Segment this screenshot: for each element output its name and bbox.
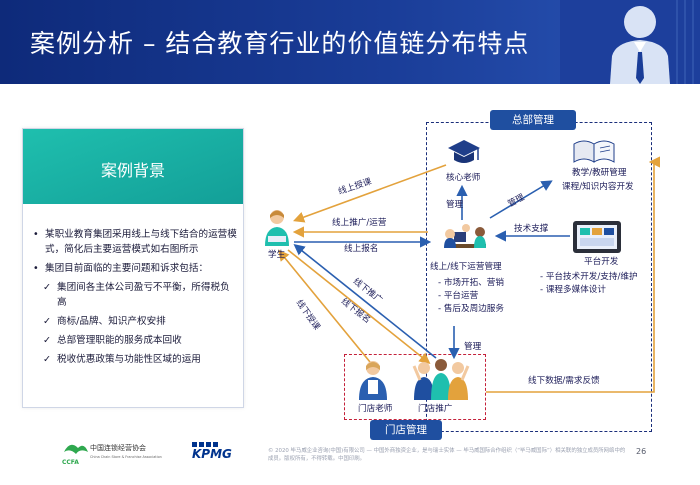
student-icon [265, 210, 289, 246]
case-check-item: ✓税收优惠政策与功能性区域的运用 [43, 354, 201, 365]
team-meeting-icon [444, 224, 486, 248]
diagram-arrows [277, 156, 660, 393]
case-body: 某职业教育集团采用线上与线下结合的运营模式，简化后主要运营模式如右图所示 集团目… [31, 227, 239, 371]
graduation-cap-icon [448, 140, 480, 163]
header-banner: 案例分析 – 结合教育行业的价值链分布特点 [0, 0, 700, 84]
check-icon: ✓ [43, 316, 52, 327]
copyright-text: © 2020 毕马威企业咨询(中国)有限公司 — 中国外商独资企业，是与瑞士实体… [268, 448, 626, 462]
teaching-sub-label: 课程/知识内容开发 [562, 182, 634, 192]
businessman-icon [560, 0, 700, 84]
case-bullet: 集团目前面临的主要问题和诉求包括： [31, 261, 239, 276]
page-title: 案例分析 – 结合教育行业的价值链分布特点 [30, 29, 530, 58]
case-bullet: 某职业教育集团采用线上与线下结合的运营模式，简化后主要运营模式如右图所示 [31, 227, 239, 257]
footer-logos: CCFA 中国连锁经营协会 China Chain Store & Franch… [60, 438, 260, 468]
ccfa-name: 中国连锁经营协会 [90, 443, 146, 452]
value-chain-diagram: 总部管理 门店管理 学生 核心老师 教学/教研管理 课程/知识内容开发 线上/线… [250, 100, 700, 450]
store-tag: 门店管理 [370, 420, 442, 440]
ccfa-subname: China Chain Store & Franchise Associatio… [90, 455, 162, 459]
arrow-offline-signup [293, 244, 437, 359]
arrow-offline-promo [287, 249, 431, 364]
case-check-item: ✓商标/品牌、知识产权安排 [43, 316, 166, 327]
edge-tech-support: 技术支撑 [514, 224, 549, 234]
platform-label: 平台开发 [584, 257, 619, 267]
store-promo-label: 门店推广 [418, 404, 453, 414]
ccfa-kpmg-logos: CCFA 中国连锁经营协会 China Chain Store & Franch… [62, 442, 232, 466]
book-icon [573, 140, 615, 163]
edge-online-promo: 线上推广/运营 [332, 218, 387, 228]
platform-tablet-icon [573, 221, 621, 253]
arrow-offline-teaching [277, 249, 371, 363]
store-teacher-label: 门店老师 [358, 404, 393, 414]
teaching-label: 教学/教研管理 [572, 168, 627, 178]
case-header: 案例背景 [23, 129, 243, 204]
store-teacher-icon [359, 361, 387, 400]
edge-manage-bottom: 管理 [464, 342, 482, 352]
check-icon: ✓ [43, 354, 52, 365]
ops-list: - 市场开拓、营销 - 平台运营 - 售后及周边服务 [438, 278, 504, 314]
edge-manage-left: 管理 [446, 200, 464, 210]
ccfa-mark: CCFA [62, 459, 79, 466]
case-heading: 案例背景 [100, 161, 165, 180]
student-label: 学生 [268, 250, 286, 260]
arrow-manage-teaching [489, 180, 553, 219]
core-teacher-label: 核心老师 [446, 173, 481, 183]
platform-list: - 平台技术开发/支持/维护 - 课程多媒体设计 [540, 272, 638, 295]
edge-offline-data: 线下数据/需求反馈 [528, 376, 600, 386]
hq-tag: 总部管理 [490, 110, 576, 130]
store-promo-team-icon [412, 359, 470, 400]
case-check-item: ✓集团间各主体公司盈亏不平衡，所得税负高 [43, 282, 230, 308]
kpmg-logo: KPMG [192, 447, 232, 461]
check-icon: ✓ [43, 335, 52, 346]
edge-online-signup: 线上报名 [344, 244, 379, 254]
ops-label: 线上/线下运营管理 [430, 262, 502, 272]
page-number: 26 [636, 447, 647, 456]
case-check-item: ✓总部管理职能的服务成本回收 [43, 335, 182, 346]
arrow-online-teaching [292, 164, 447, 223]
check-icon: ✓ [43, 282, 52, 293]
case-background-panel: 案例背景 某职业教育集团采用线上与线下结合的运营模式，简化后主要运营模式如右图所… [22, 128, 244, 408]
store-dashed-frame [344, 354, 486, 420]
